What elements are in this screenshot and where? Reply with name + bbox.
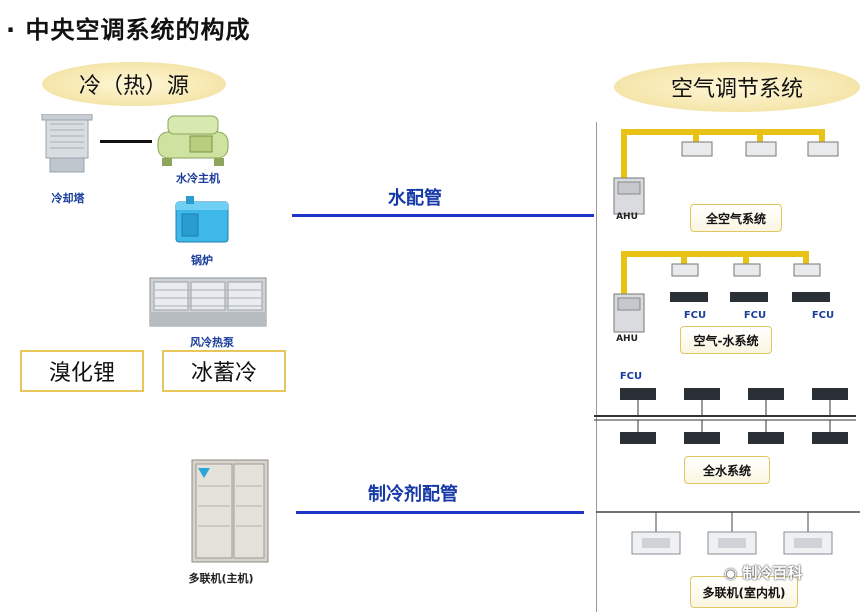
right-divider <box>596 122 597 612</box>
sources-heading-label: 冷（热）源 <box>78 74 189 99</box>
all-air-ducting <box>613 129 839 215</box>
lithium-bromide-label: 溴化锂 <box>48 361 115 386</box>
air-water-system-label: 空气-水系统 <box>693 333 759 348</box>
tower-chiller-connector <box>100 140 152 143</box>
vrf-indoor-system-box: 多联机(室内机) <box>690 576 798 608</box>
fcu-label-c: FCU <box>811 310 835 321</box>
ice-storage-label: 冰蓄冷 <box>190 361 257 386</box>
vrf-outdoor-unit-icon <box>191 459 269 563</box>
fcu-label-a: FCU <box>683 310 707 321</box>
water-pipe-line <box>292 214 594 217</box>
ac-systems-heading: 空气调节系统 <box>614 62 860 112</box>
air-heat-pump-label: 风冷热泵 <box>190 336 234 349</box>
ice-storage-box: 冰蓄冷 <box>162 350 286 392</box>
refrigerant-pipe-label: 制冷剂配管 <box>368 484 458 505</box>
wechat-icon: ◉ <box>724 564 738 582</box>
watermark: ◉ 制冷百科 <box>724 562 802 583</box>
vrf-outdoor-label: 多联机(主机) <box>188 572 254 585</box>
cooling-tower-label: 冷却塔 <box>51 192 85 205</box>
cooling-tower-icon <box>41 114 93 173</box>
boiler-icon <box>175 196 229 243</box>
all-water-system-box: 全水系统 <box>684 456 770 484</box>
air-heat-pump-icon <box>149 277 267 327</box>
water-chiller-label: 水冷主机 <box>176 172 220 185</box>
refrigerant-pipe-line <box>296 511 584 514</box>
all-air-system-box: 全空气系统 <box>690 204 782 232</box>
vrf-indoor-units <box>596 511 860 555</box>
page-title: · 中央空调系统的构成 <box>6 16 251 44</box>
air-water-ducting <box>613 251 830 333</box>
vrf-indoor-system-label: 多联机(室内机) <box>702 585 786 600</box>
fcu-label-d: FCU <box>619 371 643 382</box>
ac-systems-heading-label: 空气调节系统 <box>670 77 803 102</box>
sources-heading: 冷（热）源 <box>42 62 226 106</box>
all-water-system-label: 全水系统 <box>702 463 751 478</box>
all-air-system-label: 全空气系统 <box>705 211 766 226</box>
ahu-label-2: AHU <box>616 334 638 344</box>
water-pipe-label: 水配管 <box>388 188 442 209</box>
watermark-label: 制冷百科 <box>742 564 803 582</box>
ahu-label-1: AHU <box>616 212 638 222</box>
boiler-label: 锅炉 <box>191 254 213 267</box>
lithium-bromide-box: 溴化锂 <box>20 350 144 392</box>
all-water-fcu-grid <box>594 388 856 444</box>
fcu-label-b: FCU <box>743 310 767 321</box>
air-water-system-box: 空气-水系统 <box>680 326 772 354</box>
water-chiller-icon <box>157 115 229 166</box>
